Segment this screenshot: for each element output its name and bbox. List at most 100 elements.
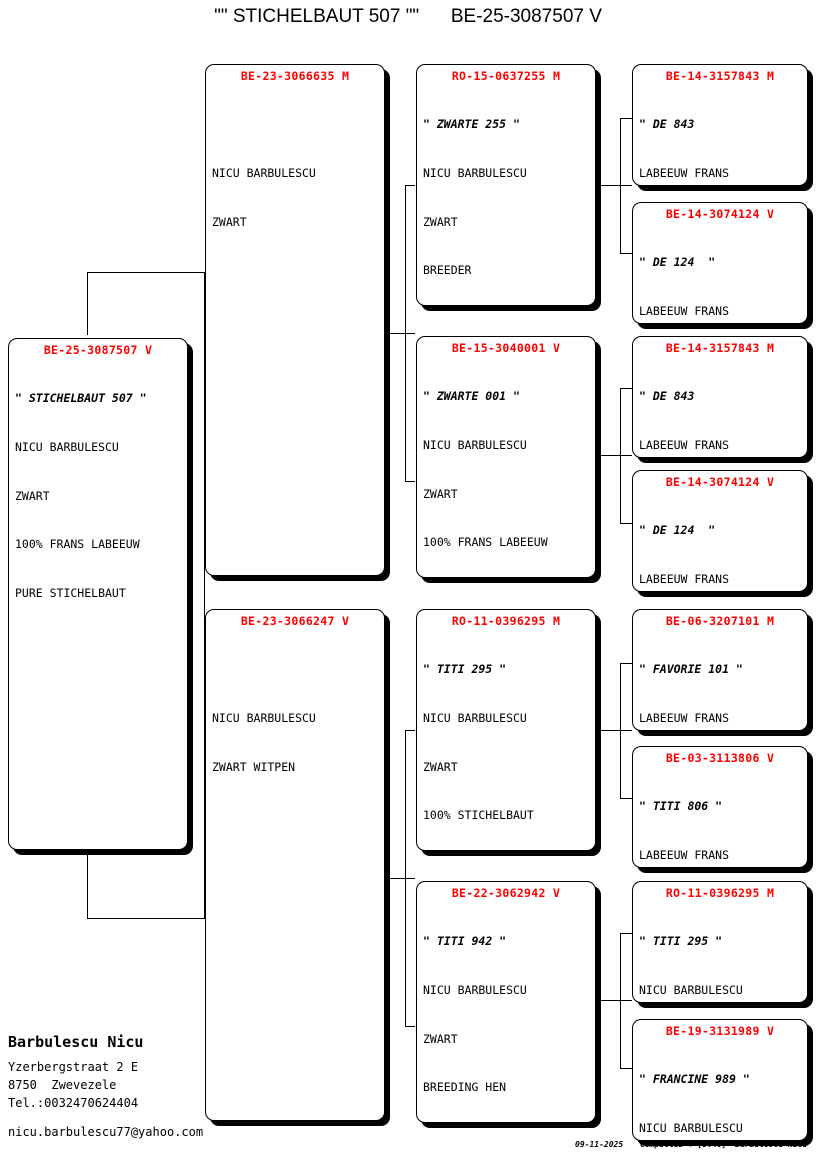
pedigree-details: " ZWARTE 001 " NICU BARBULESCU ZWART 100… xyxy=(417,356,595,577)
connector-gen4-p3-spine xyxy=(620,663,621,798)
pedigree-box-gen4-5[interactable]: BE-06-3207101 M " FAVORIE 101 " LABEEUW … xyxy=(632,609,808,731)
pedigree-details: " TITI 942 " NICU BARBULESCU ZWART BREED… xyxy=(417,901,595,1122)
pedigree-id: BE-25-3087507 V xyxy=(43,343,153,357)
pedigree-line: NICU BARBULESCU xyxy=(423,166,527,181)
pedigree-id: BE-06-3207101 M xyxy=(665,614,775,628)
pedigree-line: " TITI 295 " xyxy=(423,662,507,677)
pedigree-box-gen3-4[interactable]: BE-22-3062942 V " TITI 942 " NICU BARBUL… xyxy=(416,881,596,1123)
pedigree-line: NICU BARBULESCU xyxy=(639,1121,743,1136)
connector-gen3-sire-bottom xyxy=(405,481,415,482)
pedigree-line: NICU BARBULESCU xyxy=(15,440,119,455)
pedigree-box-gen3-3[interactable]: RO-11-0396295 M " TITI 295 " NICU BARBUL… xyxy=(416,609,596,851)
connector-gen4-p1-bottom xyxy=(620,253,632,254)
pedigree-line: " ZWARTE 001 " xyxy=(423,389,520,404)
pedigree-details: " ZWARTE 255 " NICU BARBULESCU ZWART BRE… xyxy=(417,84,595,305)
pedigree-box-gen4-1[interactable]: BE-14-3157843 M " DE 843 LABEEUW FRANS Z… xyxy=(632,64,808,186)
pedigree-details: NICU BARBULESCU ZWART xyxy=(206,84,384,262)
connector-gen3-b1-join xyxy=(600,185,632,186)
footer-owner: Barbulescu Nicu xyxy=(735,1140,808,1149)
pedigree-line: " TITI 295 " xyxy=(639,934,723,949)
pedigree-line: 100% FRANS LABEEUW xyxy=(15,537,140,552)
pedigree-box-gen3-1[interactable]: RO-15-0637255 M " ZWARTE 255 " NICU BARB… xyxy=(416,64,596,306)
pedigree-id: BE-14-3074124 V xyxy=(665,207,775,221)
pedigree-line: LABEEUW FRANS xyxy=(639,438,730,453)
pedigree-line: NICU BARBULESCU xyxy=(423,711,527,726)
pedigree-details: " TITI 806 " LABEEUW FRANS GESCHELPT PUR… xyxy=(633,766,807,867)
pedigree-line: " ZWARTE 255 " xyxy=(423,117,520,132)
pedigree-line: ZWART xyxy=(15,488,50,503)
pedigree-line: NICU BARBULESCU xyxy=(212,711,316,725)
pedigree-box-gen4-6[interactable]: BE-03-3113806 V " TITI 806 " LABEEUW FRA… xyxy=(632,746,808,868)
connector-gen4-p1-spine xyxy=(620,118,621,253)
pedigree-id: BE-14-3074124 V xyxy=(665,475,775,489)
pedigree-id: BE-23-3066247 V xyxy=(240,614,350,628)
connector-subject-bottom xyxy=(87,918,205,919)
connector-gen4-p3-bottom xyxy=(620,798,632,799)
connector-gen2-sire-join xyxy=(384,333,415,334)
pedigree-line: LABEEUW FRANS xyxy=(639,166,730,181)
pedigree-details: " TITI 295 " NICU BARBULESCU ZWART 100% … xyxy=(633,901,807,1002)
connector-gen4-p3-top xyxy=(620,663,632,664)
connector-gen2-spine xyxy=(204,272,205,918)
pedigree-line: ZWART xyxy=(212,214,247,229)
pedigree-details: NICU BARBULESCU ZWART WITPEN xyxy=(206,629,384,807)
pedigree-line xyxy=(212,661,384,677)
pedigree-id: BE-14-3157843 M xyxy=(665,341,775,355)
pedigree-line: " DE 843 xyxy=(639,117,695,132)
pedigree-line: BREEDER xyxy=(423,263,472,278)
pedigree-line: ZWART xyxy=(423,759,458,774)
pedigree-details: " DE 124 " LABEEUW FRANS GESCHELPT PURE … xyxy=(633,490,807,591)
pedigree-line: LABEEUW FRANS xyxy=(639,711,730,726)
pedigree-details: " DE 843 LABEEUW FRANS ZWART PURE STICHE… xyxy=(633,356,807,457)
pedigree-box-subject[interactable]: BE-25-3087507 V " STICHELBAUT 507 " NICU… xyxy=(8,338,188,850)
breeder-street: Yzerbergstraat 2 E xyxy=(8,1060,139,1074)
pedigree-line: NICU BARBULESCU xyxy=(423,438,527,453)
pedigree-line: " DE 843 xyxy=(639,389,695,404)
pedigree-box-gen4-7[interactable]: RO-11-0396295 M " TITI 295 " NICU BARBUL… xyxy=(632,881,808,1003)
pedigree-line: BREEDING HEN xyxy=(423,1080,507,1095)
pedigree-id: BE-19-3131989 V xyxy=(665,1024,775,1038)
connector-gen2-dam-join xyxy=(384,878,415,879)
pedigree-line: " DE 124 " xyxy=(639,523,716,538)
connector-gen3-dam-bottom xyxy=(405,1026,415,1027)
pedigree-id: RO-11-0396295 M xyxy=(451,614,561,628)
pedigree-line: ZWART xyxy=(423,214,458,229)
breeder-phone: Tel.:0032470624404 xyxy=(8,1096,139,1110)
connector-gen4-p4-bottom xyxy=(620,1068,632,1069)
pedigree-line: NICU BARBULESCU xyxy=(423,983,527,998)
connector-subject-top xyxy=(87,272,205,273)
pedigree-line: ZWART xyxy=(423,1031,458,1046)
pedigree-line: NICU BARBULESCU xyxy=(639,983,743,998)
pedigree-line: " TITI 942 " xyxy=(423,934,507,949)
pedigree-box-gen4-3[interactable]: BE-14-3157843 M " DE 843 LABEEUW FRANS Z… xyxy=(632,336,808,458)
pedigree-box-gen4-4[interactable]: BE-14-3074124 V " DE 124 " LABEEUW FRANS… xyxy=(632,470,808,592)
connector-subject-stem xyxy=(87,272,88,335)
pedigree-line: " STICHELBAUT 507 " xyxy=(15,391,147,406)
pedigree-box-gen2-dam[interactable]: BE-23-3066247 V NICU BARBULESCU ZWART WI… xyxy=(205,609,385,1121)
pedigree-details: " DE 843 LABEEUW FRANS ZWART PURE STICHE… xyxy=(633,84,807,185)
pedigree-id: BE-03-3113806 V xyxy=(665,751,775,765)
connector-gen4-p2-top xyxy=(620,388,632,389)
breeder-name: Barbulescu Nicu xyxy=(8,1033,144,1051)
connector-gen3-b4-join xyxy=(600,1000,632,1001)
footer-date: 09-11-2025 xyxy=(575,1140,624,1149)
pedigree-line: " DE 124 " xyxy=(639,255,716,270)
breeder-email[interactable]: nicu.barbulescu77@yahoo.com xyxy=(8,1125,204,1139)
connector-gen3-sire-spine xyxy=(405,185,406,481)
pedigree-box-gen4-2[interactable]: BE-14-3074124 V " DE 124 " LABEEUW FRANS… xyxy=(632,202,808,324)
pedigree-details: " TITI 295 " NICU BARBULESCU ZWART 100% … xyxy=(417,629,595,850)
page-title: "" STICHELBAUT 507 "" BE-25-3087507 V xyxy=(214,6,602,27)
connector-gen3-dam-spine xyxy=(405,730,406,1026)
pedigree-box-gen2-sire[interactable]: BE-23-3066635 M NICU BARBULESCU ZWART xyxy=(205,64,385,576)
pedigree-box-gen4-8[interactable]: BE-19-3131989 V " FRANCINE 989 " NICU BA… xyxy=(632,1019,808,1141)
pedigree-details: " FRANCINE 989 " NICU BARBULESCU ZWART S… xyxy=(633,1039,807,1140)
pedigree-id: BE-23-3066635 M xyxy=(240,69,350,83)
connector-gen3-b3-join xyxy=(600,730,632,731)
connector-gen4-p2-bottom xyxy=(620,523,632,524)
pedigree-line: LABEEUW FRANS xyxy=(639,572,730,587)
breeder-city: 8750 Zwevezele xyxy=(8,1078,117,1092)
pedigree-line: 100% STICHELBAUT xyxy=(423,808,534,823)
pedigree-box-gen3-2[interactable]: BE-15-3040001 V " ZWARTE 001 " NICU BARB… xyxy=(416,336,596,578)
connector-gen3-sire-top xyxy=(405,185,415,186)
